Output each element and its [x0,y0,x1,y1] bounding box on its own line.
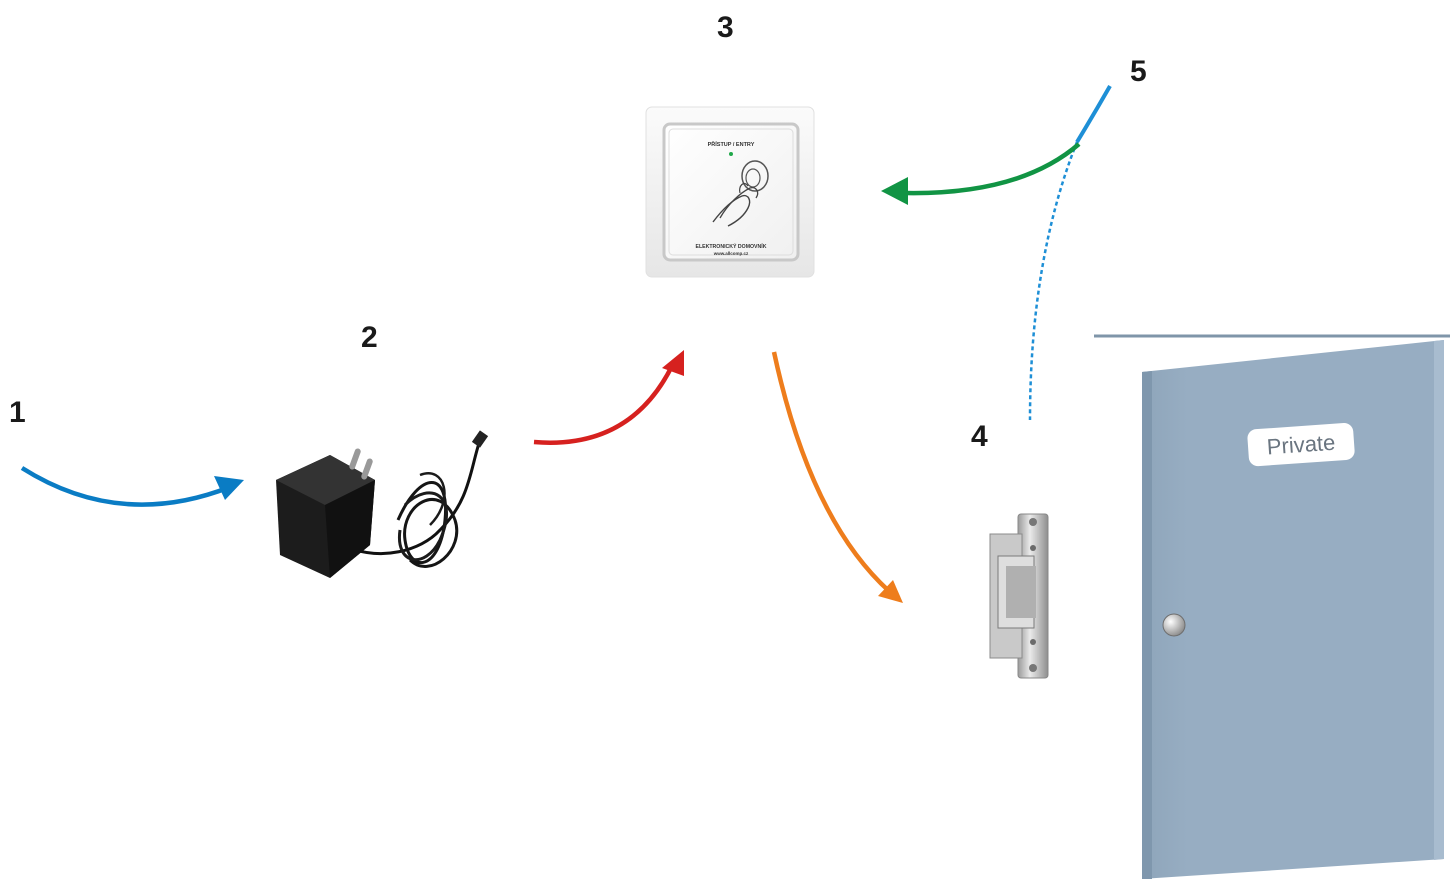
label-3: 3 [717,11,734,44]
door-image: Private [1094,334,1450,879]
label-4: 4 [971,420,988,453]
reader-bottom-text: ELEKTRONICKÝ DOMOVNÍK [696,242,767,250]
reader-led [729,152,733,156]
label-2: 2 [361,321,378,354]
rfid-reader-image: PŘÍSTUP / ENTRY ELEKTRONICKÝ DOMOVNÍK ww… [645,106,815,278]
door-knob [1162,613,1186,637]
arrow-2-power [533,350,684,445]
reader-top-text: PŘÍSTUP / ENTRY [708,140,755,148]
door-sign-text: Private [1266,430,1336,460]
arrow-5-exit [881,142,1081,205]
label-5: 5 [1130,55,1147,88]
arrow-3-signal [771,351,903,603]
reader-url-text: www.allcomp.cz [713,251,749,256]
arrow-1-mains [20,466,244,507]
electric-strike-image [989,513,1049,679]
label-1: 1 [9,396,26,429]
power-adapter-image [276,430,489,578]
door-sign: Private [1247,423,1355,467]
cable-5-button [1028,85,1112,421]
